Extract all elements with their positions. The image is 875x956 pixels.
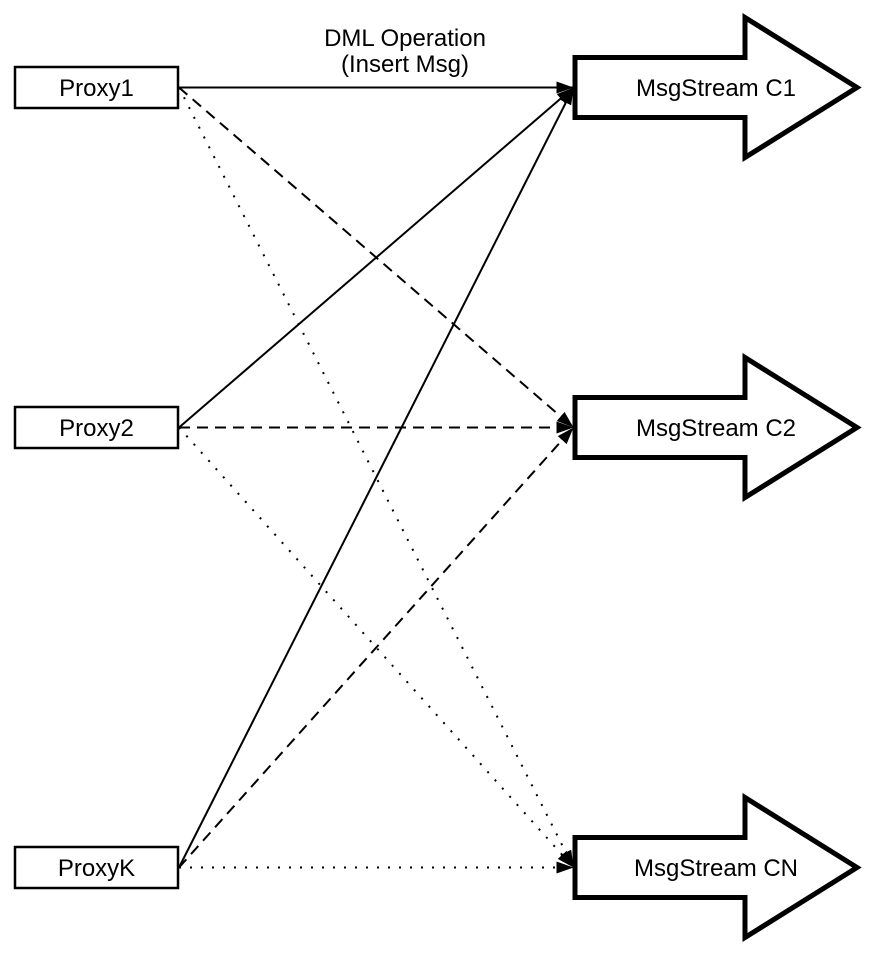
edge-proxy2-to-c1: [178, 86, 575, 429]
msgstream-c2-arrow-icon: [572, 352, 862, 503]
proxy2-node: Proxy2: [13, 405, 180, 450]
dml-operation-annotation-line1: DML Operation: [324, 25, 486, 52]
edge-proxyk-to-c1: [178, 87, 575, 868]
msgstream-cn-label: MsgStream CN: [634, 855, 798, 882]
msgstream-cn-arrow-icon: [572, 792, 862, 943]
proxy2-box: [13, 405, 180, 450]
proxy1-label: Proxy1: [59, 75, 134, 102]
msgstream-c2: MsgStream C2: [572, 352, 862, 503]
msgstream-c2-label: MsgStream C2: [636, 415, 796, 442]
proxyk-node: ProxyK: [13, 845, 180, 890]
proxy1-node: Proxy1: [13, 65, 180, 110]
proxy2-label: Proxy2: [59, 415, 134, 442]
dml-operation-annotation-line2: (Insert Msg): [341, 51, 469, 78]
proxyk-box: [13, 845, 180, 890]
msgstream-cn: MsgStream CN: [572, 792, 862, 943]
msgstream-c1-label: MsgStream C1: [636, 75, 796, 102]
proxy1-box: [13, 65, 180, 110]
proxyk-label: ProxyK: [58, 855, 135, 882]
edge-lines: [178, 81, 575, 874]
edge-proxyk-to-c2: [178, 426, 575, 869]
msgstream-c1: MsgStream C1: [572, 12, 862, 163]
msgstream-c1-arrow-icon: [572, 12, 862, 163]
